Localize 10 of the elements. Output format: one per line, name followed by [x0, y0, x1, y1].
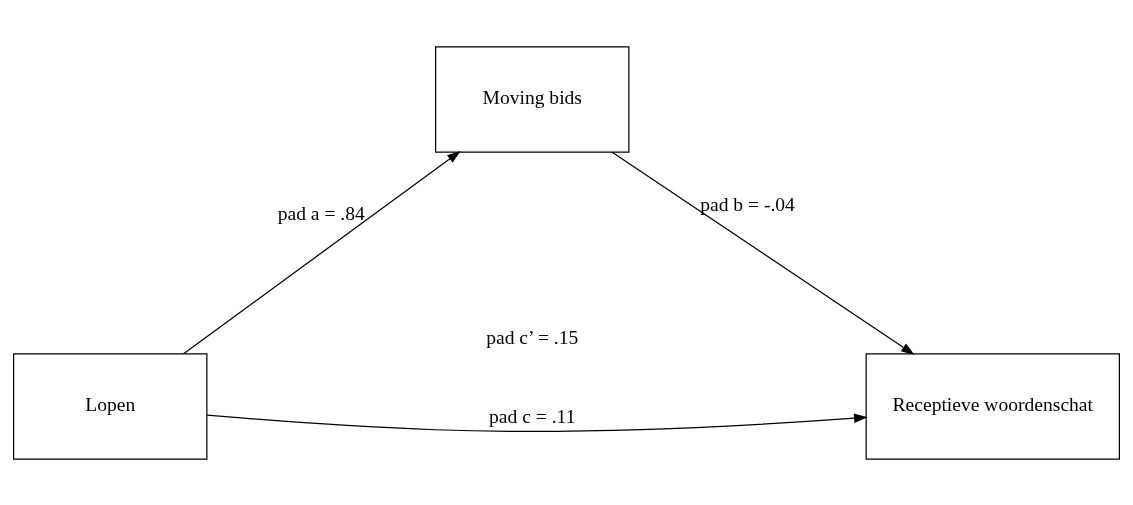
- edge-label: pad c = .11: [489, 405, 576, 427]
- node-box: Receptieve woordenschat: [865, 352, 1120, 460]
- label: pad c’ = .15: [486, 326, 579, 348]
- edge-label: pad b = -.04: [700, 193, 795, 215]
- arrow: [611, 151, 915, 355]
- arrow: [183, 150, 461, 354]
- node-box: Lopen: [13, 352, 208, 460]
- arrow: [206, 413, 868, 432]
- edge-label: pad a = .84: [277, 202, 365, 224]
- node-box: Moving bids: [435, 45, 630, 153]
